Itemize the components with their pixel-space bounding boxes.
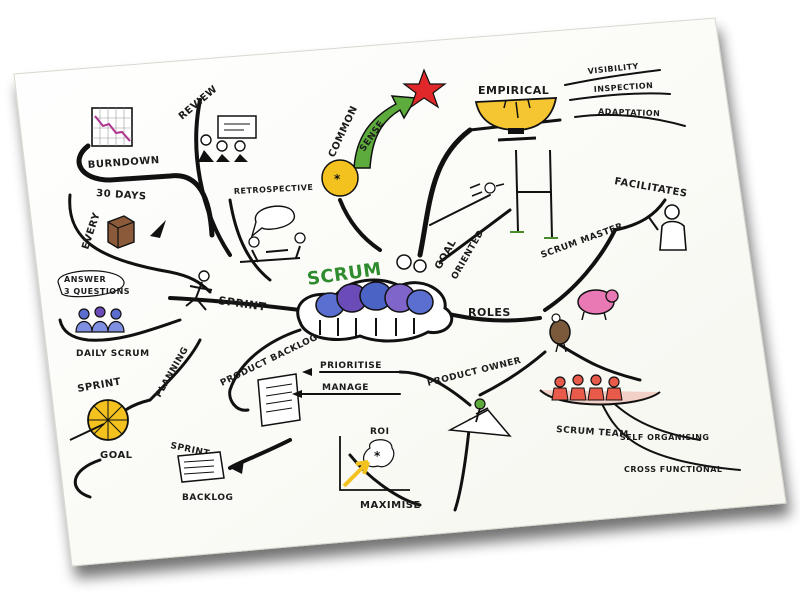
burndown-sketch: BURNDOWN [87, 107, 160, 171]
retrospective-sketch: RETROSPECTIVE [234, 183, 314, 263]
empirical-label: EMPIRICAL [478, 84, 549, 97]
sprint-backlog-label-2: BACKLOG [182, 493, 233, 503]
adaptation-label: ADAPTATION [598, 107, 661, 118]
pig-chicken-sketch [549, 289, 619, 353]
answer-label: ANSWER [64, 275, 106, 284]
self-organising-label: SELF ORGANISING [620, 433, 709, 442]
scrum-players [315, 254, 434, 336]
daily-scrum-sketch: ANSWER 3 QUESTIONS DAILY SCRUM [57, 270, 150, 359]
svg-text:*: * [374, 449, 381, 463]
scrum-team-sketch: SCRUM TEAM SELF ORGANISING CROSS FUNCTIO… [539, 374, 723, 474]
roles-label: ROLES [468, 306, 511, 319]
star-icon [402, 68, 447, 109]
center-scrum: SCRUM [296, 254, 453, 343]
three-questions-label: 3 QUESTIONS [64, 287, 130, 296]
sprint-goal-label-2: GOAL [100, 450, 133, 461]
manage-label: MANAGE [322, 383, 369, 393]
retrospective-label: RETROSPECTIVE [234, 183, 314, 196]
svg-text:*: * [334, 172, 341, 186]
every-30-days-sketch: EVERY 30 DAYS [80, 188, 166, 251]
sun-icon [321, 159, 359, 197]
roi-sketch: ROI * MAXIMISE [339, 427, 421, 511]
goal-posts [469, 149, 558, 239]
cross-functional-label: CROSS FUNCTIONAL [624, 465, 723, 474]
roi-label: ROI [370, 427, 389, 437]
maximise-label: MAXIMISE [360, 500, 421, 511]
empirical-sketch: EMPIRICAL VISIBILITY INSPECTION ADAPTATI… [474, 62, 661, 142]
box-icon [107, 215, 135, 249]
burndown-label: BURNDOWN [87, 155, 160, 171]
inspection-label: INSPECTION [594, 81, 654, 94]
branch-lines [58, 69, 741, 512]
chicken-icon [549, 319, 571, 345]
prioritise-label: PRIORITISE [320, 361, 382, 371]
thirty-days-label: 30 DAYS [96, 188, 147, 202]
daily-scrum-label: DAILY SCRUM [76, 349, 150, 359]
